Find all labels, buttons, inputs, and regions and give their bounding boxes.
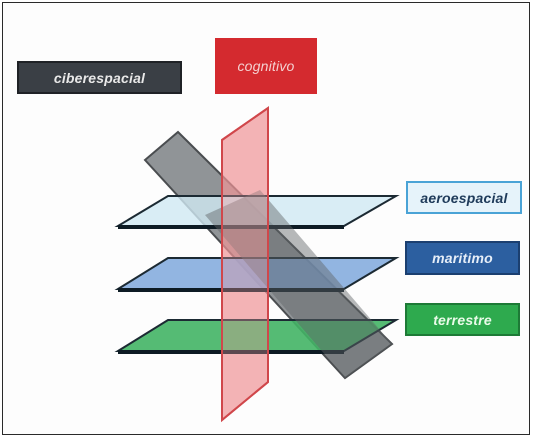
label-maritimo: maritimo: [405, 241, 520, 275]
cognitive-plane-front: [221, 106, 269, 423]
label-cognitivo: cognitivo: [215, 38, 317, 94]
cyber-plane-front: [205, 190, 392, 378]
label-aeroespacial: aeroespacial: [406, 181, 522, 214]
label-ciberespacial: ciberespacial: [17, 61, 182, 94]
label-terrestre: terrestre: [405, 303, 520, 336]
